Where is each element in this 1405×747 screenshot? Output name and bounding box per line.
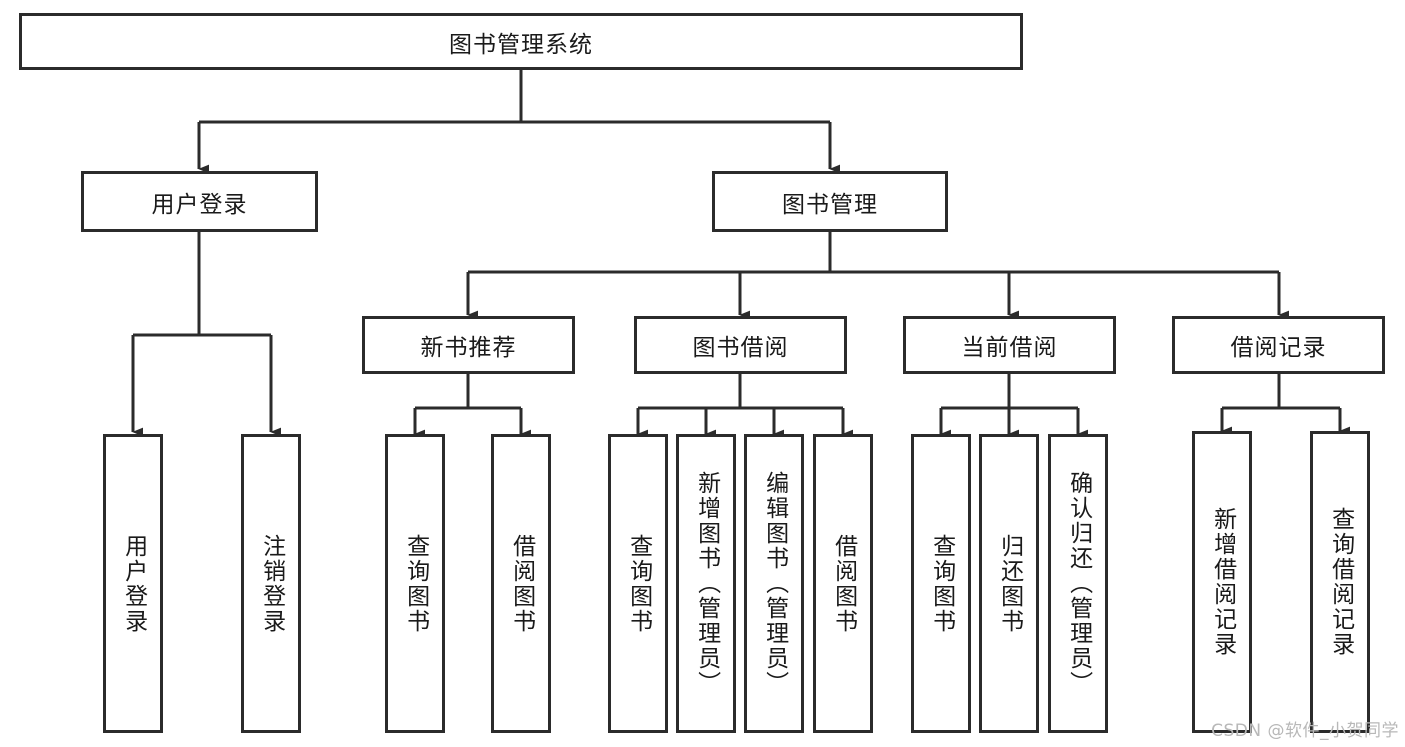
node-label: 注销登录 — [258, 533, 285, 634]
node-label: 借阅记录 — [1230, 335, 1327, 361]
node-label: 查询图书 — [928, 533, 955, 634]
leaf-user-login[interactable]: 用户登录 — [103, 434, 163, 733]
node-label: 图书管理系统 — [449, 31, 593, 58]
node-label: 查询借阅记录 — [1327, 507, 1354, 657]
node-label: 确认归还（管理员） — [1065, 471, 1092, 696]
leaf-borrow-add-book-admin[interactable]: 新增图书（管理员） — [676, 434, 736, 733]
node-label: 新书推荐 — [420, 335, 517, 361]
node-label: 查询图书 — [402, 533, 429, 634]
node-label: 当前借阅 — [961, 335, 1058, 361]
leaf-current-query-book[interactable]: 查询图书 — [911, 434, 971, 733]
node-label: 新增借阅记录 — [1209, 507, 1236, 657]
node-label: 图书借阅 — [692, 335, 789, 361]
node-user-login[interactable]: 用户登录 — [81, 171, 318, 232]
node-root-book-management-system[interactable]: 图书管理系统 — [19, 13, 1023, 70]
node-label: 新增图书（管理员） — [693, 471, 720, 696]
node-current-borrow[interactable]: 当前借阅 — [903, 316, 1116, 374]
leaf-recommend-query-book[interactable]: 查询图书 — [385, 434, 445, 733]
leaf-borrow-query-book[interactable]: 查询图书 — [608, 434, 668, 733]
node-label: 用户登录 — [120, 533, 147, 634]
node-new-book-recommend[interactable]: 新书推荐 — [362, 316, 575, 374]
node-book-management[interactable]: 图书管理 — [712, 171, 948, 232]
leaf-records-query-record[interactable]: 查询借阅记录 — [1310, 431, 1370, 733]
node-label: 归还图书 — [996, 533, 1023, 634]
node-label: 查询图书 — [625, 533, 652, 634]
node-borrow-records[interactable]: 借阅记录 — [1172, 316, 1385, 374]
node-label: 图书管理 — [782, 191, 878, 218]
node-book-borrow[interactable]: 图书借阅 — [634, 316, 847, 374]
watermark: CSDN @软件_小贺同学 — [1211, 721, 1399, 741]
node-label: 借阅图书 — [830, 533, 857, 634]
leaf-user-logout[interactable]: 注销登录 — [241, 434, 301, 733]
node-label: 用户登录 — [151, 191, 248, 218]
node-label: 编辑图书（管理员） — [761, 471, 788, 696]
node-label: 借阅图书 — [508, 533, 535, 634]
leaf-borrow-edit-book-admin[interactable]: 编辑图书（管理员） — [744, 434, 804, 733]
leaf-current-confirm-return-admin[interactable]: 确认归还（管理员） — [1048, 434, 1108, 733]
leaf-recommend-borrow-book[interactable]: 借阅图书 — [491, 434, 551, 733]
leaf-borrow-borrow-book[interactable]: 借阅图书 — [813, 434, 873, 733]
leaf-current-return-book[interactable]: 归还图书 — [979, 434, 1039, 733]
leaf-records-add-record[interactable]: 新增借阅记录 — [1192, 431, 1252, 733]
